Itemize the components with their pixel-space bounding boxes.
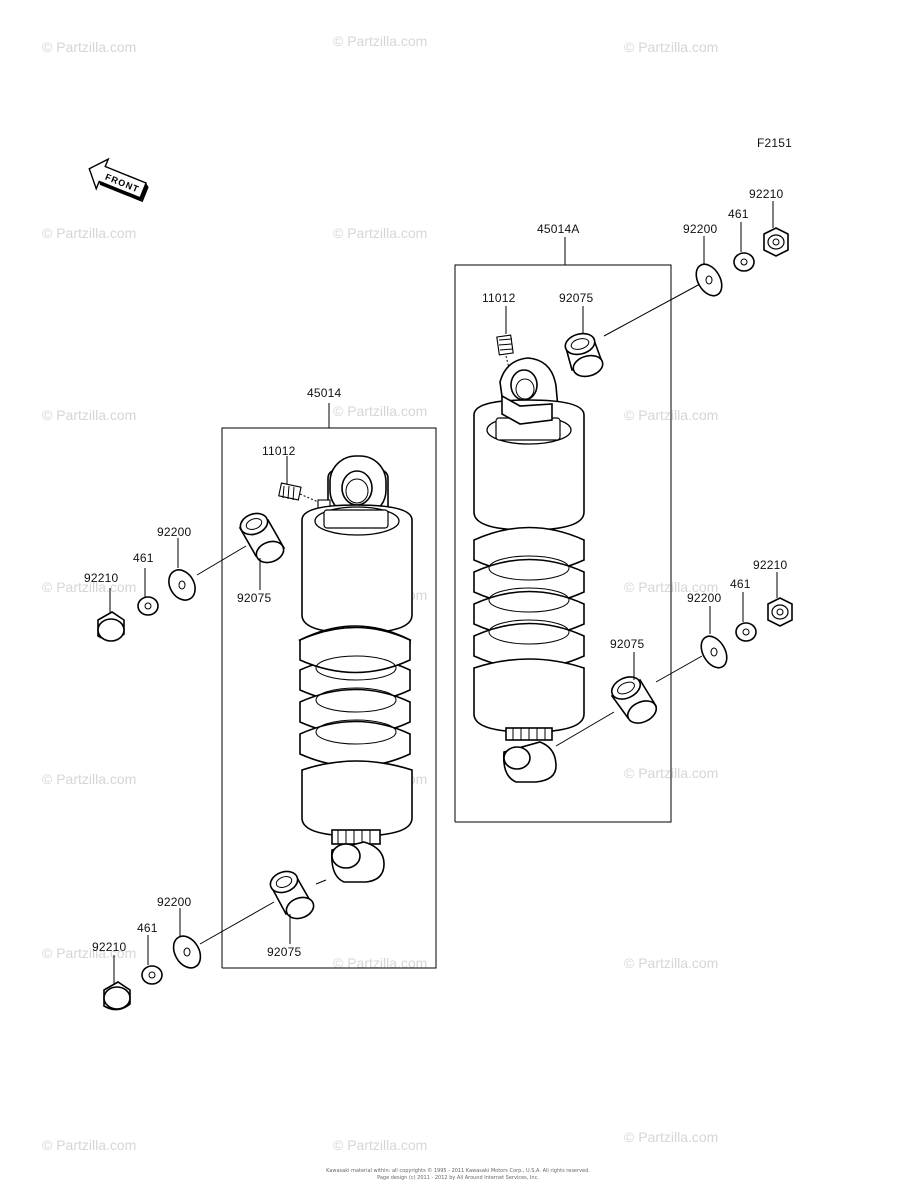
callout-92210: 92210 [92, 940, 126, 954]
callout-461: 461 [730, 577, 751, 591]
callout-92200: 92200 [157, 895, 191, 909]
watermark: © Partzilla.com [624, 955, 718, 971]
lock-washer-461 [137, 596, 159, 616]
nut-92210 [763, 227, 789, 257]
watermark: © Partzilla.com [333, 403, 427, 419]
watermarks: © Partzilla.com © Partzilla.com © Partzi… [42, 33, 718, 1153]
watermark: © Partzilla.com [624, 39, 718, 55]
watermark: © Partzilla.com [42, 771, 136, 787]
assembly-label: 45014 [307, 386, 341, 400]
cap-nut-92210 [97, 611, 125, 642]
assembly-45014: 45014 11012 [84, 386, 437, 1011]
upper-bushing-92075 [238, 512, 286, 564]
lock-washer-461 [141, 965, 163, 985]
lower-bushing-92075 [610, 676, 658, 724]
washer-92200 [700, 635, 728, 669]
spring [473, 526, 585, 670]
callout-92200: 92200 [683, 222, 717, 236]
washer-92200 [168, 569, 196, 601]
watermark: © Partzilla.com [333, 225, 427, 241]
front-arrow-icon: FRONT [88, 157, 149, 203]
watermark: © Partzilla.com [333, 33, 427, 49]
watermark: © Partzilla.com [42, 579, 136, 595]
copyright-line-1: Kawasaki material within: all copyrights… [326, 1167, 590, 1174]
nut-92210 [767, 597, 793, 627]
watermark: © Partzilla.com [333, 955, 427, 971]
lock-washer-461 [733, 252, 755, 272]
copyright-line-2: Page design (c) 2011 - 2012 by All Aroun… [377, 1175, 539, 1181]
callout-92075: 92075 [267, 945, 301, 959]
upper-bushing-92075 [564, 332, 604, 378]
assembly-45014A: 45014A 11012 [454, 187, 793, 823]
set-screw-11012 [278, 482, 331, 511]
watermark: © Partzilla.com [42, 1137, 136, 1153]
assembly-bracket [454, 264, 672, 823]
callout-461: 461 [728, 207, 749, 221]
callout-11012: 11012 [262, 444, 296, 458]
figure-id: F2151 [757, 136, 792, 150]
watermark: © Partzilla.com [333, 1137, 427, 1153]
washer-92200 [172, 935, 202, 969]
callout-11012: 11012 [482, 291, 516, 305]
watermark: © Partzilla.com [42, 407, 136, 423]
callout-92075: 92075 [559, 291, 593, 305]
callout-92210: 92210 [84, 571, 118, 585]
watermark: © Partzilla.com [42, 39, 136, 55]
callout-461: 461 [137, 921, 158, 935]
lower-bushing-92075 [269, 870, 315, 920]
set-screw-11012 [496, 334, 514, 373]
callout-92210: 92210 [753, 558, 787, 572]
cap-nut-92210 [103, 981, 131, 1011]
callout-92210: 92210 [749, 187, 783, 201]
callout-92200: 92200 [687, 591, 721, 605]
washer-92200 [695, 263, 723, 297]
watermark: © Partzilla.com [42, 945, 136, 961]
watermark: © Partzilla.com [624, 1129, 718, 1145]
watermark: © Partzilla.com [42, 225, 136, 241]
spring [298, 625, 412, 768]
callout-92200: 92200 [157, 525, 191, 539]
callout-92075: 92075 [237, 591, 271, 605]
callout-92075: 92075 [610, 637, 644, 651]
lock-washer-461 [735, 622, 757, 642]
callout-461: 461 [133, 551, 154, 565]
assembly-label: 45014A [537, 222, 580, 236]
assembly-bracket [221, 427, 437, 969]
